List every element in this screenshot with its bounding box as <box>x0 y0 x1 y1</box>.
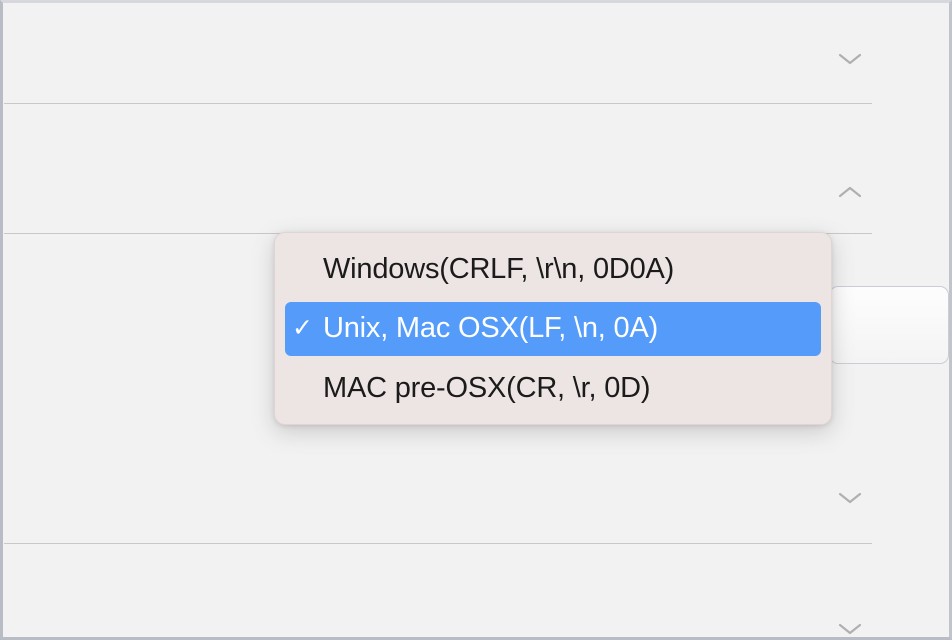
menu-item-unix-mac-osx[interactable]: ✓ Unix, Mac OSX(LF, \n, 0A) <box>285 301 821 356</box>
menu-item-label: MAC pre-OSX(CR, \r, 0D) <box>323 371 651 404</box>
chevron-down-icon[interactable] <box>837 490 863 506</box>
line-ending-dropdown-menu[interactable]: Windows(CRLF, \r\n, 0D0A) ✓ Unix, Mac OS… <box>274 232 832 425</box>
settings-row-1[interactable] <box>3 3 949 104</box>
settings-row-4[interactable] <box>3 544 949 637</box>
menu-item-label: Unix, Mac OSX(LF, \n, 0A) <box>323 312 659 344</box>
chevron-down-icon[interactable] <box>837 621 863 637</box>
row-divider <box>4 103 872 104</box>
checkmark-icon: ✓ <box>292 314 313 342</box>
settings-row-2[interactable] <box>3 104 949 234</box>
row-divider <box>4 543 872 544</box>
chevron-up-icon[interactable] <box>837 184 863 200</box>
menu-item-label: Windows(CRLF, \r\n, 0D0A) <box>323 252 675 285</box>
menu-item-windows[interactable]: Windows(CRLF, \r\n, 0D0A) <box>285 242 821 296</box>
menu-item-mac-pre-osx[interactable]: MAC pre-OSX(CR, \r, 0D) <box>285 361 821 415</box>
chevron-down-icon[interactable] <box>837 51 863 67</box>
line-ending-select[interactable] <box>829 286 949 364</box>
